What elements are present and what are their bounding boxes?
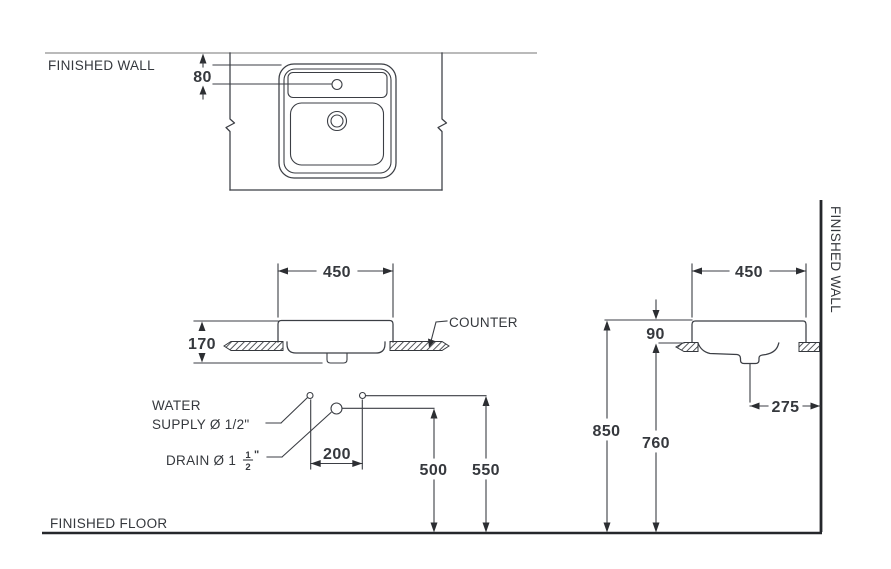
front-view: 450 170 COUNTER WATER SUPPLY (152, 263, 518, 533)
leader-diagonal (280, 397, 308, 424)
arrowhead-left (750, 402, 760, 410)
dim-faucet-offset: 80 (193, 53, 333, 100)
counter-hatch-left-side (674, 342, 699, 352)
drain-frac-denominator: 2 (245, 462, 250, 473)
dim-90: 90 (646, 326, 665, 343)
finished-wall-top-label: FINISHED WALL (48, 58, 155, 73)
faucet-deck-plan (287, 71, 388, 99)
counter-edge-left (225, 52, 236, 191)
arrowhead-up (603, 320, 611, 331)
dim-200: 200 (323, 446, 351, 463)
dim-counter-height: 760 (642, 352, 670, 533)
dim-80: 80 (193, 69, 212, 86)
counter-callout: COUNTER (428, 315, 518, 348)
dim-drain-height: 500 (341, 407, 448, 533)
dim-supply-height: 550 (365, 395, 500, 533)
dim-170: 170 (188, 336, 216, 353)
dim-450-front: 450 (323, 264, 351, 281)
drain-stub-front (326, 352, 348, 364)
arrowhead-right (810, 402, 820, 410)
arrowhead-down (652, 522, 660, 533)
arrowhead-down (430, 522, 438, 533)
arrowhead-up (198, 321, 206, 331)
arrowhead-left (692, 267, 702, 275)
water-supply-point-left (306, 391, 314, 400)
leader-diagonal (281, 411, 332, 458)
dim-550: 550 (472, 462, 500, 479)
dim-500: 500 (420, 462, 448, 479)
sink-rim-side (691, 320, 807, 343)
counter-hatch-right (389, 341, 450, 351)
arrowhead-up (199, 53, 207, 64)
arrowhead-down (198, 353, 206, 363)
sink-bowl-side (697, 342, 780, 365)
counter-hatch-right-side (798, 342, 820, 352)
dim-basin-height: 170 (188, 320, 323, 364)
arrowhead-down (652, 310, 660, 320)
dim-rim-above-counter: 90 (646, 299, 665, 353)
arrowhead-down (482, 522, 490, 533)
leader-arrowhead (428, 338, 435, 348)
dim-drain-to-wall: 275 (749, 399, 821, 416)
arrowhead-down (603, 522, 611, 533)
drain-inch-mark: " (254, 449, 259, 461)
finished-wall-side-label: FINISHED WALL (828, 206, 843, 313)
arrowhead-left (278, 267, 288, 275)
counter-hatch-left (223, 341, 284, 351)
drain-point (330, 402, 343, 415)
side-view: FINISHED WALL 450 850 (593, 200, 843, 533)
arrowhead-right (796, 267, 806, 275)
arrowhead-up (482, 396, 490, 406)
drain-inner-ring (330, 114, 344, 128)
arrowhead-up (430, 408, 438, 419)
arrowhead-left (310, 460, 321, 467)
dim-supply-spacing: 200 (310, 399, 363, 470)
drain-frac-numerator: 1 (245, 450, 251, 461)
water-supply-callout: WATER SUPPLY Ø 1/2" (152, 397, 308, 432)
water-supply-label-line1: WATER (152, 398, 201, 413)
faucet-hole (331, 78, 343, 91)
dim-depth-side: 450 (691, 263, 807, 318)
sink-inner-rim-plan (283, 68, 392, 174)
dim-760: 760 (642, 435, 670, 452)
leader-line (429, 320, 448, 346)
dim-450-side: 450 (735, 264, 763, 281)
basin-plan (289, 102, 385, 166)
arrowhead-right (383, 267, 393, 275)
counter-label: COUNTER (449, 315, 518, 330)
water-supply-point-right (358, 391, 367, 400)
dim-850: 850 (593, 423, 621, 440)
arrowhead-up (652, 343, 660, 353)
sink-outer-rim-plan (278, 63, 397, 179)
dim-width-front: 450 (277, 263, 394, 318)
plan-view: FINISHED WALL 80 (45, 52, 537, 191)
arrowhead-right (352, 460, 363, 467)
counter-edge-right (437, 52, 448, 191)
arrowhead-up-2 (199, 85, 207, 95)
finished-floor-label: FINISHED FLOOR (50, 516, 167, 531)
sink-rim-front (277, 319, 394, 343)
dim-275: 275 (772, 399, 800, 416)
drain-outer-ring (326, 110, 348, 132)
floor: FINISHED FLOOR (42, 516, 822, 535)
sink-bowl-front (286, 341, 386, 354)
drain-callout: DRAIN Ø 1 1 2 " (166, 411, 332, 473)
drain-label-prefix: DRAIN Ø 1 (166, 453, 236, 468)
dim-rim-height: 850 (593, 320, 621, 533)
water-supply-label-line2: SUPPLY Ø 1/2" (152, 417, 250, 432)
